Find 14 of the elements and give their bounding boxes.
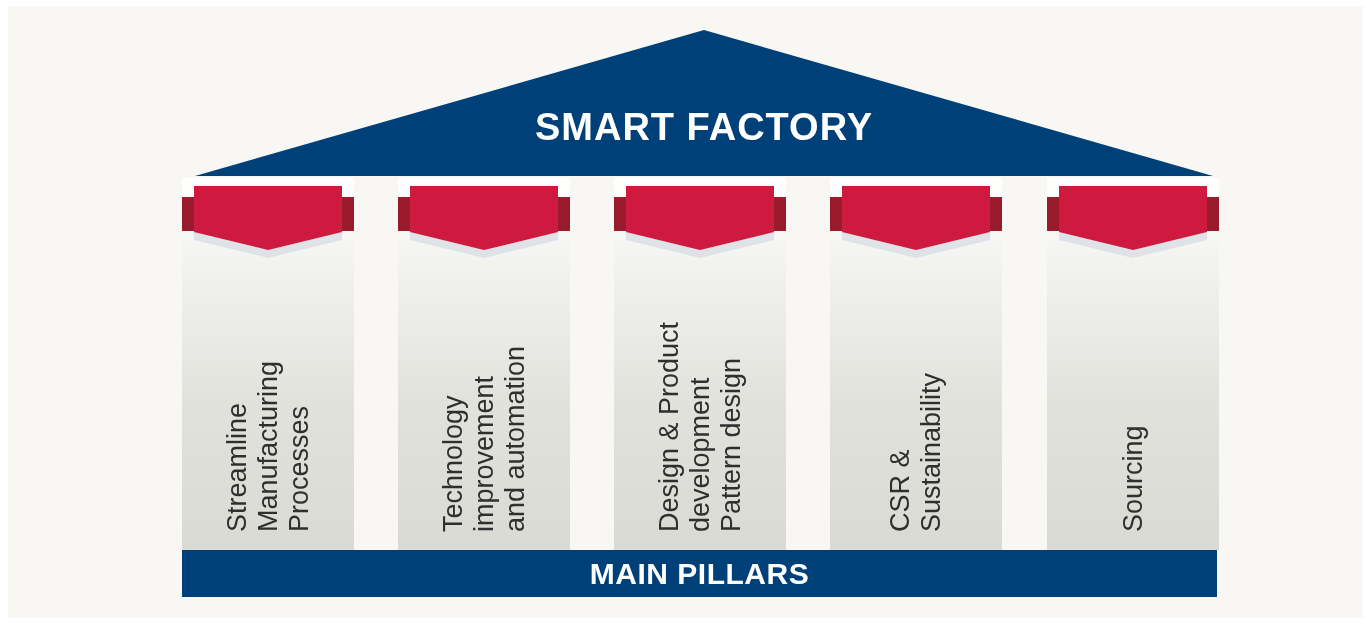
roof-triangle [195, 30, 1213, 176]
pillar-label: Sourcing [1117, 424, 1149, 532]
pillar-column [1047, 178, 1219, 550]
base-band [182, 550, 1217, 597]
pillar-column [182, 178, 354, 550]
pillar-label: Technology improvement and automation [437, 344, 531, 532]
pillar-column [614, 178, 786, 550]
pillar-label: CSR & Sustainability [885, 371, 947, 532]
pillar-label: Design & Product development Pattern design [653, 320, 747, 532]
base-title: MAIN PILLARS [588, 557, 811, 591]
pillar-column [398, 178, 570, 550]
pillar-column [830, 178, 1002, 550]
pillar-label: Streamline Manufacturing Processes [221, 359, 315, 532]
roof-title: SMART FACTORY [533, 106, 875, 149]
